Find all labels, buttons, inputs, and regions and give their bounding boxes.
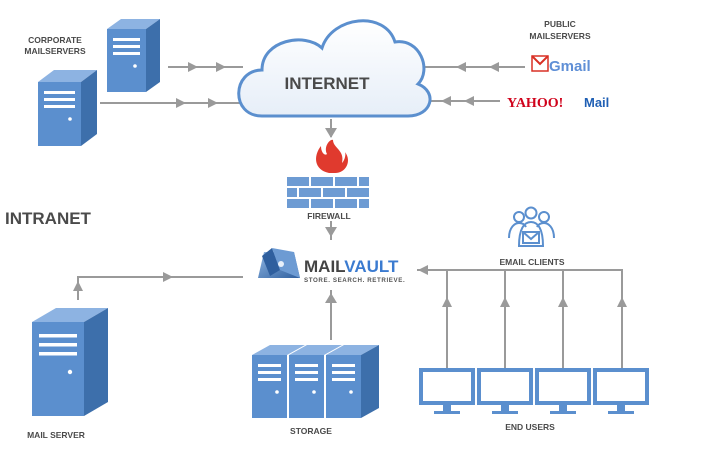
mailvault-vault-text: VAULT [344,257,399,276]
svg-text:MAILVAULT: MAILVAULT [304,257,399,276]
arrow-corp2-a [176,98,186,108]
corporate-label-line1: CORPORATE [28,35,82,45]
arrow-enduser3-up [558,297,568,307]
corporate-server-top [107,19,160,92]
arrow-gmail-b [456,62,466,72]
monitor-icon [419,368,475,414]
firewall: FIREWALL [287,139,369,221]
yahoo-mail-wordmark: Mail [584,95,609,110]
yahoo-mail-logo: YAHOO! Mail [507,95,609,111]
storage-server-2 [289,345,342,418]
public-label-line1: PUBLIC [544,19,576,29]
connections [77,66,623,368]
public-label-line2: MAILSERVERS [529,31,591,41]
yahoo-wordmark: YAHOO! [507,96,563,111]
email-clients: EMAIL CLIENTS [499,206,565,267]
internet-cloud: INTERNET [237,19,432,118]
storage: STORAGE [252,345,379,436]
arrow-mailserver-right [163,272,173,282]
storage-label: STORAGE [290,426,332,436]
storage-server-1 [252,345,305,418]
link-enduser4-up [447,269,623,368]
internet-label: INTERNET [285,74,371,93]
link-endusers-to-mailvault [417,269,448,368]
brick-wall-icon [287,177,369,208]
arrow-enduser4-up [617,297,627,307]
mail-server-label: MAIL SERVER [27,430,85,440]
arrow-enduser2-up [500,297,510,307]
corporate-server-bottom [38,70,97,146]
corporate-label-line2: MAILSERVERS [24,46,86,56]
mailvault-emblem-icon [258,248,300,278]
arrow-corp1-b [216,62,226,72]
flame-icon [316,139,349,173]
monitor-icon [477,368,533,414]
end-users-label: END USERS [505,422,555,432]
arrow-gmail-a [489,62,499,72]
arrow-storage-up [325,293,337,303]
arrow-endusers-left [418,265,428,275]
link-mailserver-to-mailvault [77,276,243,300]
firewall-label: FIREWALL [307,211,350,221]
arrowheads [73,62,627,307]
email-clients-label: EMAIL CLIENTS [499,257,564,267]
arrow-corp1-a [188,62,198,72]
cloud-icon [237,19,432,118]
arrow-mailserver-up [73,281,83,291]
monitor-icon [593,368,649,414]
arrow-yahoo-a [464,96,474,106]
intranet-label: INTRANET [5,209,92,228]
end-users: END USERS [419,368,649,432]
arrow-enduser1-up [442,297,452,307]
mail-server: MAIL SERVER [27,308,108,440]
storage-server-3 [326,345,379,418]
users-group-icon [508,206,555,247]
gmail-logo: Gmail [531,55,591,75]
arrow-yahoo-b [441,96,451,106]
mailvault-logo: MAILVAULT STORE. SEARCH. RETRIEVE. [258,248,405,284]
gmail-wordmark: Gmail [549,58,591,75]
arrow-internet-down [325,128,337,138]
arrow-corp2-b [208,98,218,108]
gmail-envelope-icon [531,55,549,72]
arrow-firewall-down [325,227,337,237]
monitor-icon [535,368,591,414]
mailvault-mail-text: MAIL [304,257,345,276]
mailvault-tagline: STORE. SEARCH. RETRIEVE. [304,277,405,284]
